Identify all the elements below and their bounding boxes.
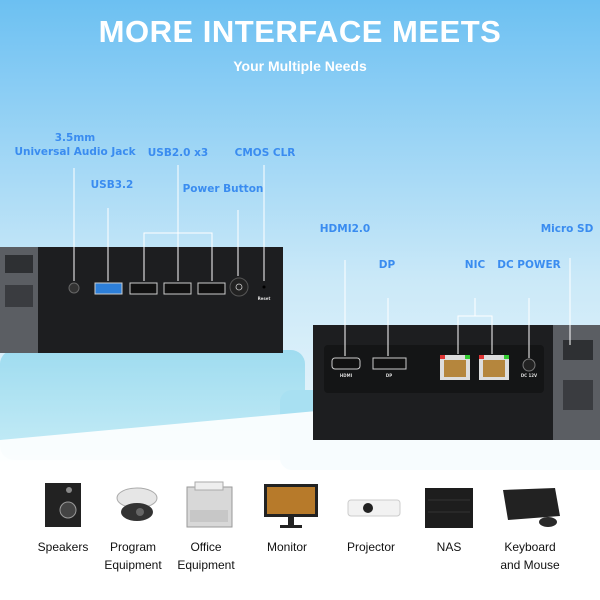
camera-icon — [116, 487, 158, 521]
projector-icon — [347, 499, 401, 517]
label-dp: DP — [378, 259, 396, 271]
speaker-icon — [45, 483, 81, 527]
label-power-button: Power Button — [182, 183, 264, 195]
label-usb3: USB3.2 — [90, 179, 134, 191]
device-caption-nas: NAS — [436, 540, 462, 554]
label-hdmi: HDMI2.0 — [319, 223, 371, 235]
reset-marking: Reset — [257, 296, 271, 301]
dc-marking: DC 12V — [520, 373, 538, 378]
device-caption-projector: Projector — [346, 540, 396, 554]
page-subtitle: Your Multiple Needs — [233, 58, 367, 74]
hdmi-marking: HDMI — [339, 373, 353, 378]
dp-marking: DP — [385, 373, 393, 378]
device-caption-speakers: Speakers — [37, 540, 89, 554]
nas-icon — [425, 488, 473, 528]
mini-pc-rear — [313, 325, 600, 440]
mini-pc-front — [0, 247, 283, 353]
page-title: MORE INTERFACE MEETS — [98, 14, 502, 49]
label-nic: NIC — [464, 259, 486, 271]
label-dc-power: DC POWER — [497, 259, 561, 271]
device-caption-monitor: Monitor — [266, 540, 307, 554]
label-cmos-clr: CMOS CLR — [234, 147, 296, 159]
label-usb2: USB2.0 x3 — [147, 147, 209, 159]
printer-icon — [186, 481, 233, 528]
leader-lines — [73, 165, 571, 358]
keyboard-mouse-icon — [503, 488, 560, 527]
monitor-icon — [264, 484, 318, 528]
label-micro-sd: Micro SD — [540, 223, 594, 235]
